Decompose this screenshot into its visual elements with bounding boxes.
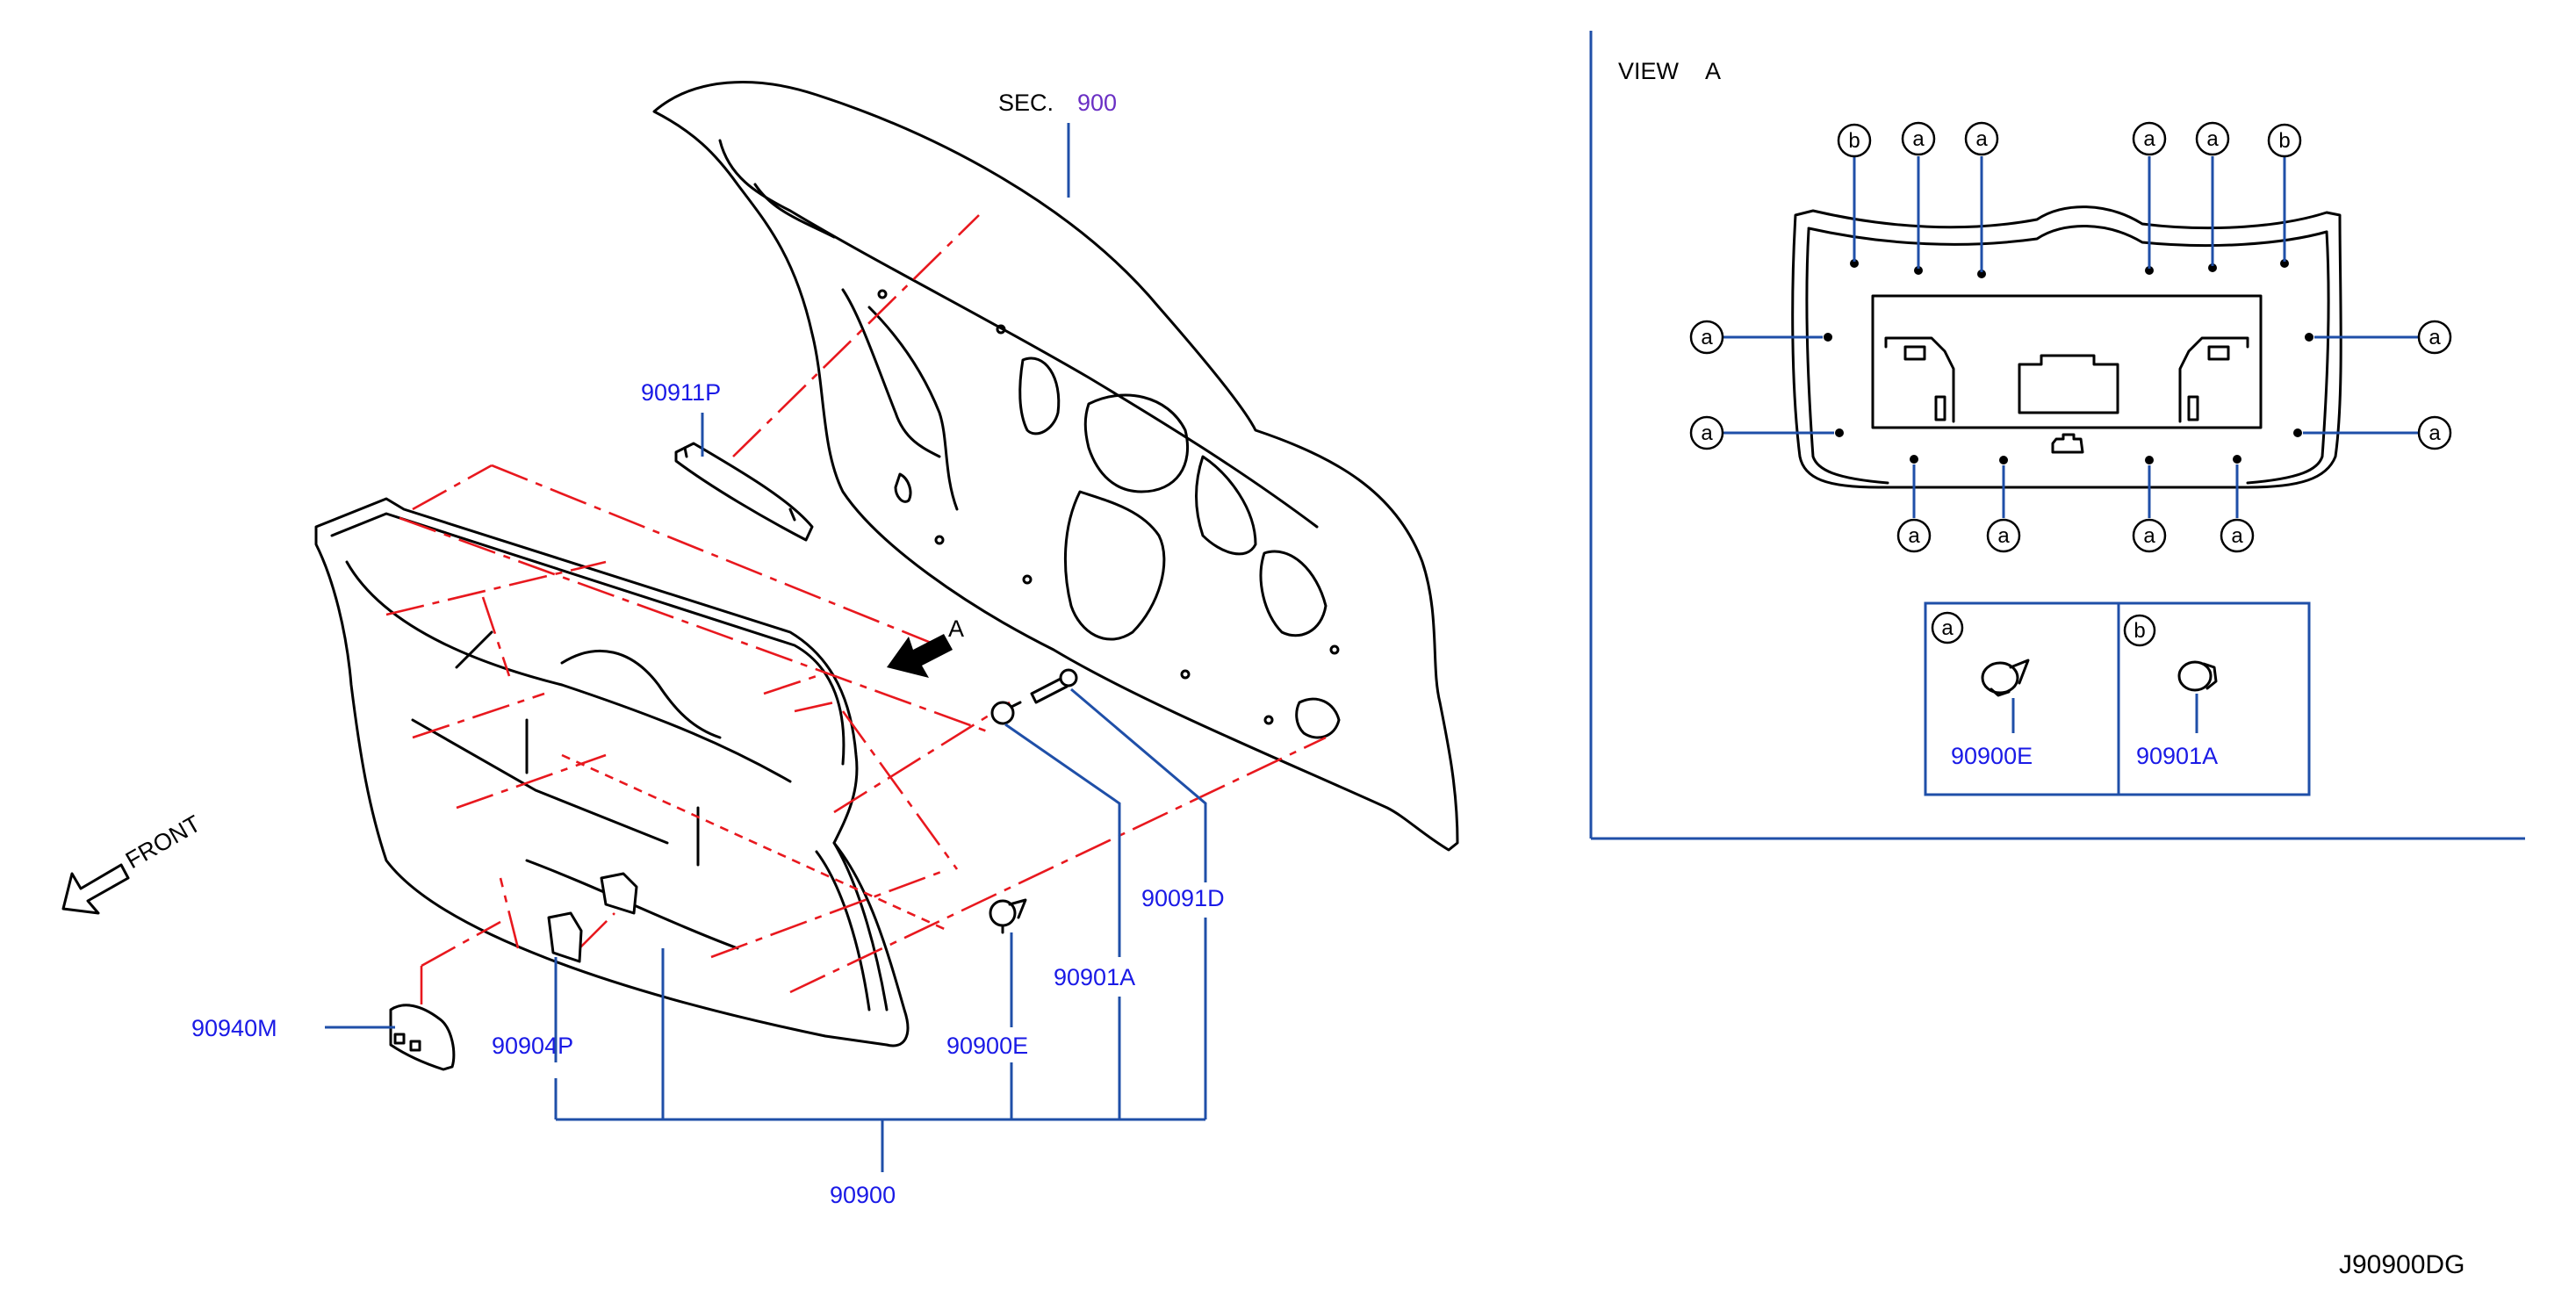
svg-text:a: a [1701,421,1713,445]
legend-part-b[interactable]: 90901A [2136,743,2218,769]
sec-label: SEC. [998,90,1054,116]
svg-text:a: a [2143,127,2155,151]
svg-text:a: a [1975,127,1988,151]
callout-a[interactable]: a [1986,518,2021,553]
callout-a[interactable]: a [2417,415,2452,450]
svg-text:a: a [1701,326,1713,349]
svg-text:b: b [1848,129,1860,153]
leader-bracket [554,687,1207,1172]
part-label-90091d[interactable]: 90091D [1141,885,1225,911]
callout-a[interactable]: a [1901,121,1936,156]
part-90904p-shape [547,872,638,963]
trunk-lid [652,81,1459,852]
callout-a[interactable]: a [2132,121,2167,156]
legend-key-b: b [2123,614,2156,647]
callout-b[interactable]: b [2267,123,2302,158]
svg-text:b: b [2133,619,2145,643]
view-arrow-letter: A [948,616,964,642]
svg-text:a: a [2206,127,2219,151]
callout-a[interactable]: a [2132,518,2167,553]
part-label-90900[interactable]: 90900 [830,1182,896,1208]
legend-clip-a-icon [1981,659,2030,733]
callouts-right: a a [2417,320,2452,450]
clip-locations [1824,259,2313,464]
svg-text:a: a [2428,421,2441,445]
callout-a[interactable]: a [1689,415,1724,450]
part-label-90901a[interactable]: 90901A [1054,964,1135,990]
callout-a[interactable]: a [1964,121,1999,156]
clip-90900e-shape [989,898,1027,934]
svg-text:a: a [2231,524,2243,548]
svg-text:a: a [1912,127,1925,151]
phantom-lines [385,214,1327,1010]
svg-text:a: a [1908,524,1920,548]
view-label: VIEW [1618,58,1680,84]
sec-number[interactable]: 900 [1077,90,1117,116]
diagram-id: J90900DG [2339,1250,2464,1279]
callout-a[interactable]: a [2220,518,2255,553]
part-label-90900e[interactable]: 90900E [946,1033,1028,1059]
callout-a[interactable]: a [2417,320,2452,355]
svg-text:a: a [1997,524,2010,548]
trunk-lid-finisher [314,497,910,1047]
callout-b[interactable]: b [1837,123,1872,158]
view-letter: A [1705,58,1721,84]
legend-part-a[interactable]: 90900E [1951,743,2033,769]
screw-90091d-shape [1030,668,1078,704]
legend-clip-b-icon [2177,660,2218,733]
callouts-left: a a [1689,320,1724,450]
front-arrow [61,863,130,915]
part-label-90911p[interactable]: 90911P [641,379,721,406]
callout-a[interactable]: a [1896,518,1932,553]
callout-leaders [1723,156,2419,518]
legend-key-a: a [1931,611,1964,644]
svg-text:a: a [2143,524,2155,548]
part-label-90940m[interactable]: 90940M [191,1015,277,1041]
legend-table: a b 90900E 90901A [1924,601,2311,796]
callouts-bottom: a a a a [1896,518,2255,553]
callout-a[interactable]: a [2195,121,2230,156]
part-label-90904p[interactable]: 90904P [492,1033,573,1059]
clip-90901a-shape [990,701,1022,725]
callout-a[interactable]: a [1689,320,1724,355]
part-90940m-shape [389,1004,456,1071]
callouts-top: b a a a a b [1837,121,2302,158]
part-90911p-shape [674,442,814,542]
view-arrow [887,634,953,678]
svg-text:a: a [2428,326,2441,349]
svg-text:b: b [2278,129,2290,153]
svg-text:a: a [1941,616,1954,640]
view-a-panel [1791,205,2342,489]
view-a-frame [1589,31,2525,840]
front-label: FRONT [121,810,205,874]
